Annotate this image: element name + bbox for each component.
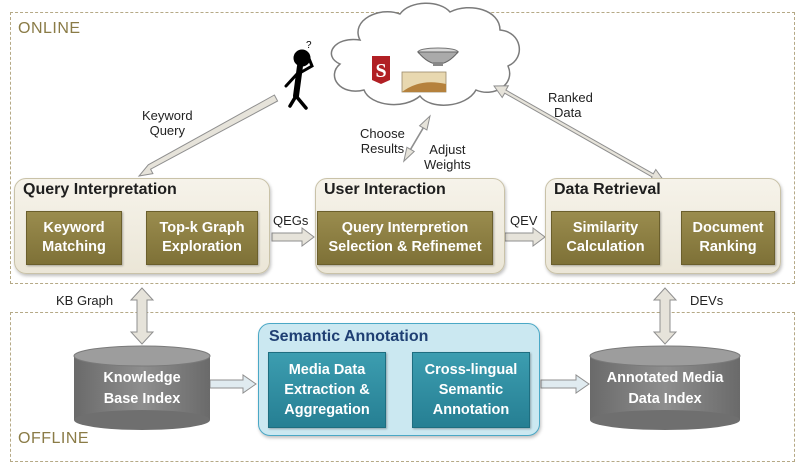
query-interpretation-selection-box: Query Interpretion Selection & Refinemet xyxy=(317,211,493,265)
qegs-arrow xyxy=(271,227,315,247)
keyword-query-label: Keyword Query xyxy=(142,108,193,138)
keyword-query-line1: Keyword xyxy=(142,108,193,123)
kb-graph-arrow xyxy=(129,287,155,345)
devs-arrow xyxy=(652,287,678,345)
qegs-label: QEGs xyxy=(273,213,309,228)
choose-results-label: Choose Results xyxy=(360,126,405,156)
user-interaction-title: User Interaction xyxy=(324,181,446,198)
choose-results-line1: Choose xyxy=(360,126,405,141)
offline-label: OFFLINE xyxy=(18,430,90,447)
keyword-query-line2: Query xyxy=(149,123,185,138)
cross-lingual-annotation-box: Cross-lingual Semantic Annotation xyxy=(412,352,530,428)
landscape-image-icon xyxy=(401,71,447,93)
keyword-matching-line2: Matching xyxy=(42,239,106,255)
adjust-weights-line1: Adjust xyxy=(429,142,466,157)
topk-line2: Exploration xyxy=(162,239,242,255)
kb-graph-label: KB Graph xyxy=(56,293,114,308)
similarity-line1: Similarity xyxy=(572,220,639,236)
ranking-line2: Ranking xyxy=(699,239,757,255)
data-retrieval-title: Data Retrieval xyxy=(554,181,661,198)
kb-line1: Knowledge xyxy=(103,370,181,386)
ranked-data-line1: Ranked xyxy=(548,90,593,105)
kb-line2: Base Index xyxy=(103,391,181,407)
ranked-data-label: Ranked Data xyxy=(548,90,593,120)
logo-letter: S xyxy=(375,60,386,82)
bowl-image-icon xyxy=(416,47,460,66)
topk-line1: Top-k Graph xyxy=(159,220,245,236)
selection-line2: Selection & Refinemet xyxy=(328,239,482,255)
online-label: ONLINE xyxy=(18,20,81,37)
query-interpretation-title: Query Interpretation xyxy=(23,181,177,198)
keyword-matching-line1: Keyword xyxy=(43,220,105,236)
annotated-media-cylinder xyxy=(589,345,741,430)
question-mark-icon: ? xyxy=(306,40,312,51)
adjust-weights-label: Adjust Weights xyxy=(424,142,471,172)
semantic-annotation-title: Semantic Annotation xyxy=(269,328,429,345)
annotated-line1: Annotated Media xyxy=(606,370,724,386)
media-line3: Aggregation xyxy=(284,402,370,418)
thinking-person-icon: ? xyxy=(284,40,314,110)
document-ranking-box: Document Ranking xyxy=(681,211,775,265)
semantic-to-annotated-arrow xyxy=(540,374,590,394)
qev-label: QEV xyxy=(510,213,538,228)
annotated-line2: Data Index xyxy=(628,391,702,407)
media-line2: Extraction & xyxy=(284,382,370,398)
topk-graph-exploration-box: Top-k Graph Exploration xyxy=(146,211,258,265)
selection-line1: Query Interpretion xyxy=(341,220,469,236)
devs-label: DEVs xyxy=(690,293,724,308)
keyword-query-arrow xyxy=(137,94,279,177)
qev-arrow xyxy=(504,227,546,247)
ranking-line1: Document xyxy=(692,220,764,236)
media-line1: Media Data xyxy=(288,362,366,378)
crosslingual-line1: Cross-lingual xyxy=(424,362,518,378)
similarity-calculation-box: Similarity Calculation xyxy=(551,211,660,265)
adjust-weights-line2: Weights xyxy=(424,157,471,172)
annotated-media-index-label: Annotated Media Data Index xyxy=(590,368,740,410)
ranked-data-line2: Data xyxy=(554,105,582,120)
stanford-logo-icon: S xyxy=(372,56,390,84)
choose-results-line2: Results xyxy=(360,141,405,156)
media-data-extraction-box: Media Data Extraction & Aggregation xyxy=(268,352,386,428)
kb-to-semantic-arrow xyxy=(209,374,257,394)
similarity-line2: Calculation xyxy=(566,239,645,255)
crosslingual-line2: Semantic xyxy=(438,382,504,398)
cloud-user-interaction-arrow xyxy=(402,114,431,163)
crosslingual-line3: Annotation xyxy=(432,402,510,418)
knowledge-base-cylinder xyxy=(73,345,211,430)
knowledge-base-index-label: Knowledge Base Index xyxy=(74,368,210,410)
keyword-matching-box: Keyword Matching xyxy=(26,211,122,265)
